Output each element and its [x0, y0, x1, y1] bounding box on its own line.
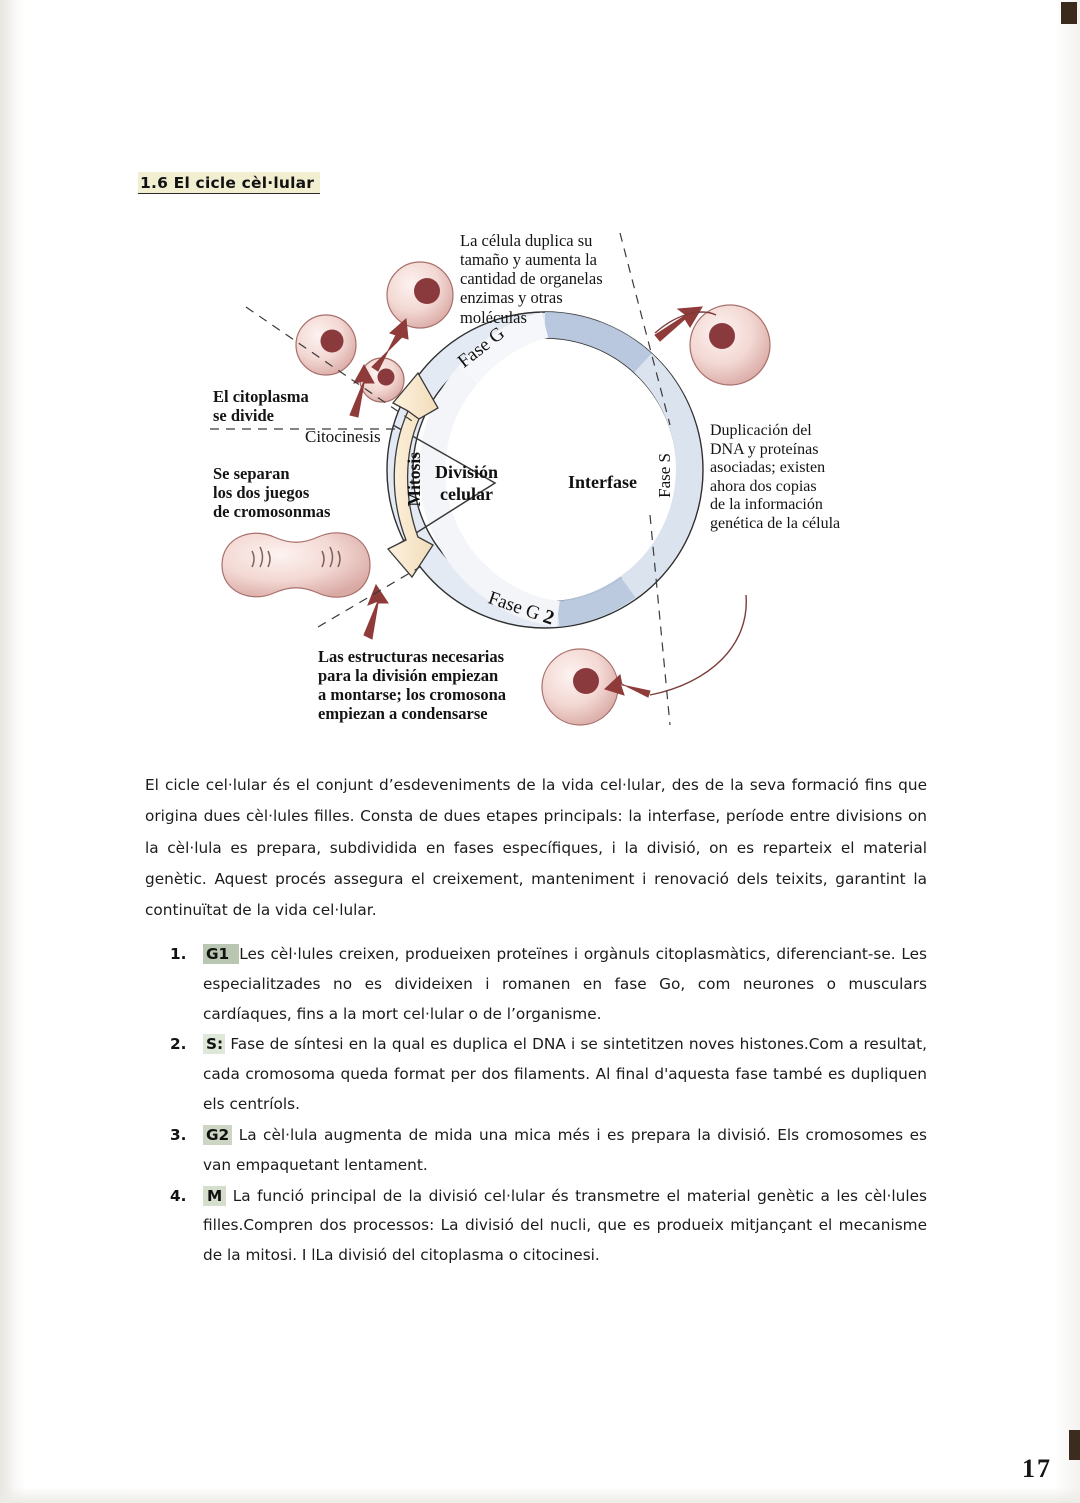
diagram-label-phase-s: Fase S	[655, 453, 674, 498]
cell-daughter-upper	[295, 314, 357, 376]
scan-edge-left	[0, 0, 14, 1503]
phase-tag-s: S:	[203, 1034, 226, 1055]
cell-g2	[541, 648, 619, 726]
phase-tag-m: M	[203, 1185, 227, 1206]
diagram-label-bottom: Las estructuras necesarias para la divis…	[318, 647, 507, 724]
list-item: 2. S: Fase de síntesi en la qual es dupli…	[170, 1030, 927, 1119]
diagram-label-cell-division: División celular	[435, 462, 499, 504]
scan-corner-mark-bottom	[1069, 1430, 1080, 1460]
list-item: 4. M La funció principal de la divisió ce…	[170, 1182, 927, 1271]
diagram-label-cytokinesis: Citocinesis	[305, 427, 381, 446]
diagram-label-top: La célula duplica su tamaño y aumenta la…	[460, 231, 603, 327]
scan-edge-bottom	[0, 1487, 1080, 1503]
intro-paragraph: El cicle cel·lular és el conjunt d’esdev…	[145, 776, 927, 920]
list-item: 3. G2 La cèl·lula augmenta de mida una mi…	[170, 1121, 927, 1181]
list-item-number: 4.	[170, 1186, 187, 1205]
list-item-text: Fase de síntesi en la qual es duplica el…	[203, 1035, 927, 1114]
cell-after-g1	[689, 304, 771, 386]
page-number: 17	[1022, 1454, 1052, 1483]
diagram-label-right: Duplicación del DNA y proteínas asociada…	[710, 422, 841, 532]
diagram-label-cytoplasm: El citoplasma se divide	[213, 387, 309, 426]
scan-corner-mark	[1061, 2, 1077, 24]
list-item-text: Les cèl·lules creixen, produeixen proteï…	[203, 945, 927, 1023]
cell-g1	[386, 261, 454, 329]
connector-curves	[649, 311, 747, 696]
diagram-label-chromosomes: Se separan los dos juegos de cromosonmas	[213, 464, 331, 522]
list-item-number: 2.	[170, 1035, 187, 1054]
section-heading: 1.6 El cicle cèl·lular	[138, 172, 321, 194]
mitosis-arrow-band	[386, 371, 439, 579]
cell-dividing	[221, 532, 371, 598]
diagram-label-interphase: Interfase	[568, 472, 637, 492]
phase-tag-g1: G1	[203, 944, 240, 964]
diagram-label-mitosis: Mitosis	[404, 452, 424, 507]
list-item-text: La cèl·lula augmenta de mida una mica mé…	[203, 1125, 927, 1174]
flow-arrows	[349, 306, 703, 698]
cell-cycle-svg	[210, 232, 771, 726]
list-item-number: 3.	[170, 1125, 187, 1144]
phase-tag-g2: G2	[203, 1124, 233, 1145]
divider-chevron	[392, 424, 497, 546]
list-item-number: 1.	[170, 945, 187, 963]
interphase-ring	[386, 311, 704, 629]
dashed-guides	[210, 232, 671, 726]
cell-cycle-diagram: La célula duplica su tamaño y aumenta la…	[150, 215, 940, 745]
list-item-text: La funció principal de la divisió cel·lu…	[203, 1186, 927, 1265]
